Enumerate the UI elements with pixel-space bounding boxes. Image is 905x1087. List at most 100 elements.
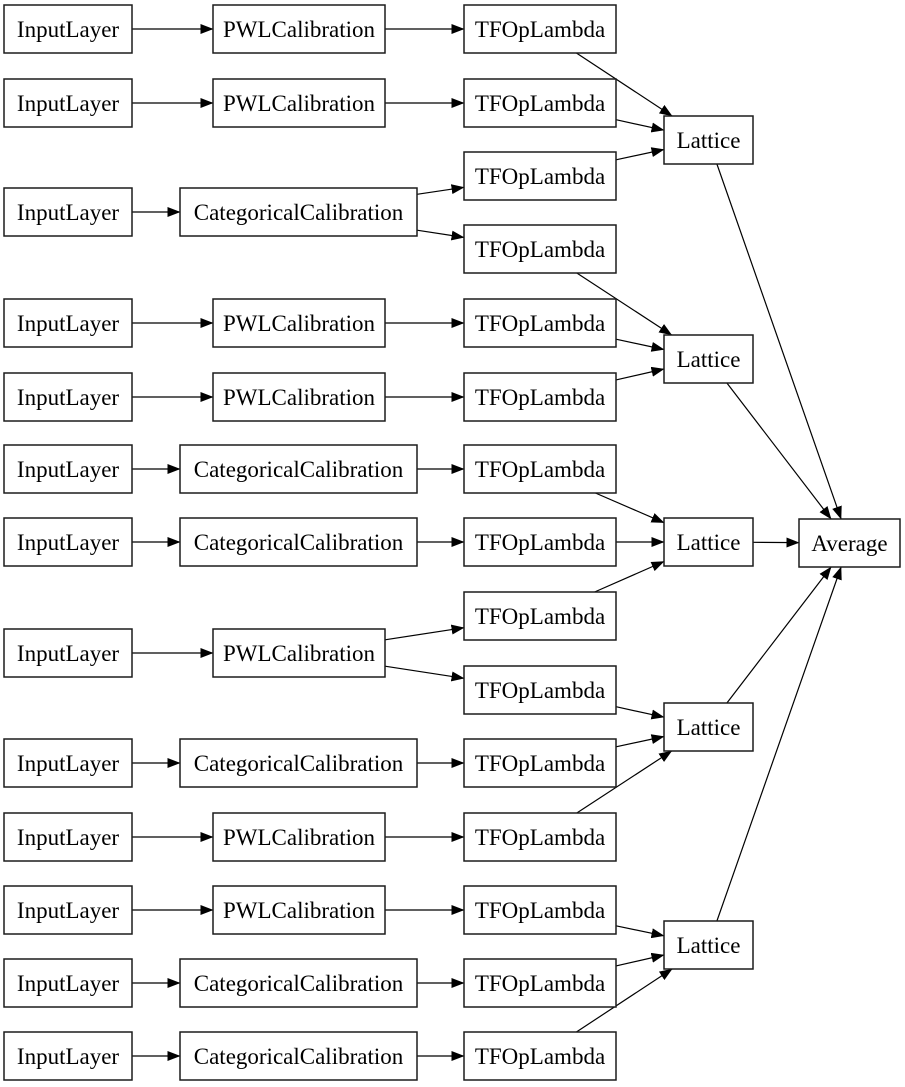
tf-op-lambda-label: TFOpLambda [475,17,605,42]
edge-pwl8-to-tf9 [384,624,465,641]
average-box [798,518,901,568]
tf-op-lambda-label: TFOpLambda [475,91,605,116]
input-layer-box [3,444,133,494]
categorical-calibration-box [179,1031,418,1081]
tf-op-lambda-label: TFOpLambda [475,751,605,776]
pwl-calibration-label: PWLCalibration [223,898,376,923]
tf-op-lambda-box [463,444,617,494]
node-categorical-calibration-cat9: CategoricalCalibration [179,738,418,788]
edge-cat3-to-tf4 [416,229,465,241]
categorical-calibration-box [179,517,418,567]
tf-op-lambda-box [463,665,617,715]
node-lattice-lat1: Lattice [663,115,754,165]
node-lattice-lat2: Lattice [663,334,754,384]
lattice-label: Lattice [677,347,741,372]
node-lattice-lat5: Lattice [663,920,754,970]
lattice-box [663,920,754,970]
lattice-label: Lattice [677,933,741,958]
edge-tf4-to-lat2 [576,272,673,336]
input-layer-label: InputLayer [17,17,120,42]
input-layer-box [3,4,133,54]
pwl-calibration-box [212,78,386,128]
node-input-layer-in4: InputLayer [3,298,133,348]
categorical-calibration-box [179,958,418,1008]
node-tf-op-lambda-tf1: TFOpLambda [463,4,617,54]
node-input-layer-in2: InputLayer [3,78,133,128]
input-layer-box [3,517,133,567]
node-categorical-calibration-cat7: CategoricalCalibration [179,517,418,567]
input-layer-label: InputLayer [17,641,120,666]
edge-tf3-to-lat1 [615,147,665,161]
input-layer-box [3,187,133,237]
node-input-layer-in8: InputLayer [3,628,133,678]
edge-tf1-to-lat1 [576,52,673,117]
tf-op-lambda-box [463,4,617,54]
tf-op-lambda-label: TFOpLambda [475,604,605,629]
node-pwl-calibration-pwl11: PWLCalibration [212,885,386,935]
node-input-layer-in13: InputLayer [3,1031,133,1081]
node-pwl-calibration-pwl1: PWLCalibration [212,4,386,54]
pwl-calibration-box [212,298,386,348]
node-tf-op-lambda-tf11: TFOpLambda [463,738,617,788]
categorical-calibration-box [179,444,418,494]
edge-tf11-to-lat4 [615,734,665,748]
input-layer-box [3,628,133,678]
node-input-layer-in6: InputLayer [3,444,133,494]
node-input-layer-in12: InputLayer [3,958,133,1008]
input-layer-label: InputLayer [17,825,120,850]
lattice-box [663,115,754,165]
node-tf-op-lambda-tf5: TFOpLambda [463,298,617,348]
node-pwl-calibration-pwl2: PWLCalibration [212,78,386,128]
categorical-calibration-label: CategoricalCalibration [194,971,404,996]
categorical-calibration-label: CategoricalCalibration [194,1044,404,1069]
tf-op-lambda-label: TFOpLambda [475,237,605,262]
tf-op-lambda-box [463,224,617,274]
node-tf-op-lambda-tf10: TFOpLambda [463,665,617,715]
edges-layer [132,24,842,1061]
lattice-label: Lattice [677,715,741,740]
edge-cat3-to-tf3 [416,184,465,195]
input-layer-box [3,738,133,788]
categorical-calibration-label: CategoricalCalibration [194,200,404,225]
input-layer-label: InputLayer [17,385,120,410]
tf-op-lambda-box [463,78,617,128]
input-layer-box [3,298,133,348]
edge-tf15-to-lat5 [576,968,673,1033]
input-layer-box [3,812,133,862]
pwl-calibration-box [212,885,386,935]
tf-op-lambda-label: TFOpLambda [475,385,605,410]
input-layer-label: InputLayer [17,91,120,116]
tf-op-lambda-label: TFOpLambda [475,311,605,336]
node-pwl-calibration-pwl8: PWLCalibration [212,628,386,678]
node-input-layer-in10: InputLayer [3,812,133,862]
edge-tf6-to-lat2 [615,366,665,381]
tf-op-lambda-box [463,591,617,641]
tf-op-lambda-box [463,738,617,788]
input-layer-box [3,372,133,422]
pwl-calibration-box [212,4,386,54]
edge-tf14-to-lat5 [615,952,665,967]
edge-tf5-to-lat2 [615,338,665,352]
pwl-calibration-label: PWLCalibration [223,385,376,410]
node-tf-op-lambda-tf14: TFOpLambda [463,958,617,1008]
tf-op-lambda-box [463,517,617,567]
input-layer-label: InputLayer [17,457,120,482]
node-input-layer-in1: InputLayer [3,4,133,54]
pwl-calibration-label: PWLCalibration [223,641,376,666]
node-input-layer-in5: InputLayer [3,372,133,422]
pwl-calibration-label: PWLCalibration [223,91,376,116]
edge-tf9-to-lat3 [594,560,665,593]
categorical-calibration-label: CategoricalCalibration [194,751,404,776]
node-pwl-calibration-pwl4: PWLCalibration [212,298,386,348]
edge-tf12-to-lat4 [576,750,673,814]
lattice-box [663,702,754,752]
tf-op-lambda-box [463,298,617,348]
input-layer-box [3,958,133,1008]
node-categorical-calibration-cat12: CategoricalCalibration [179,958,418,1008]
node-lattice-lat4: Lattice [663,702,754,752]
pwl-calibration-label: PWLCalibration [223,311,376,336]
pwl-calibration-box [212,812,386,862]
input-layer-label: InputLayer [17,530,120,555]
categorical-calibration-box [179,738,418,788]
node-input-layer-in9: InputLayer [3,738,133,788]
